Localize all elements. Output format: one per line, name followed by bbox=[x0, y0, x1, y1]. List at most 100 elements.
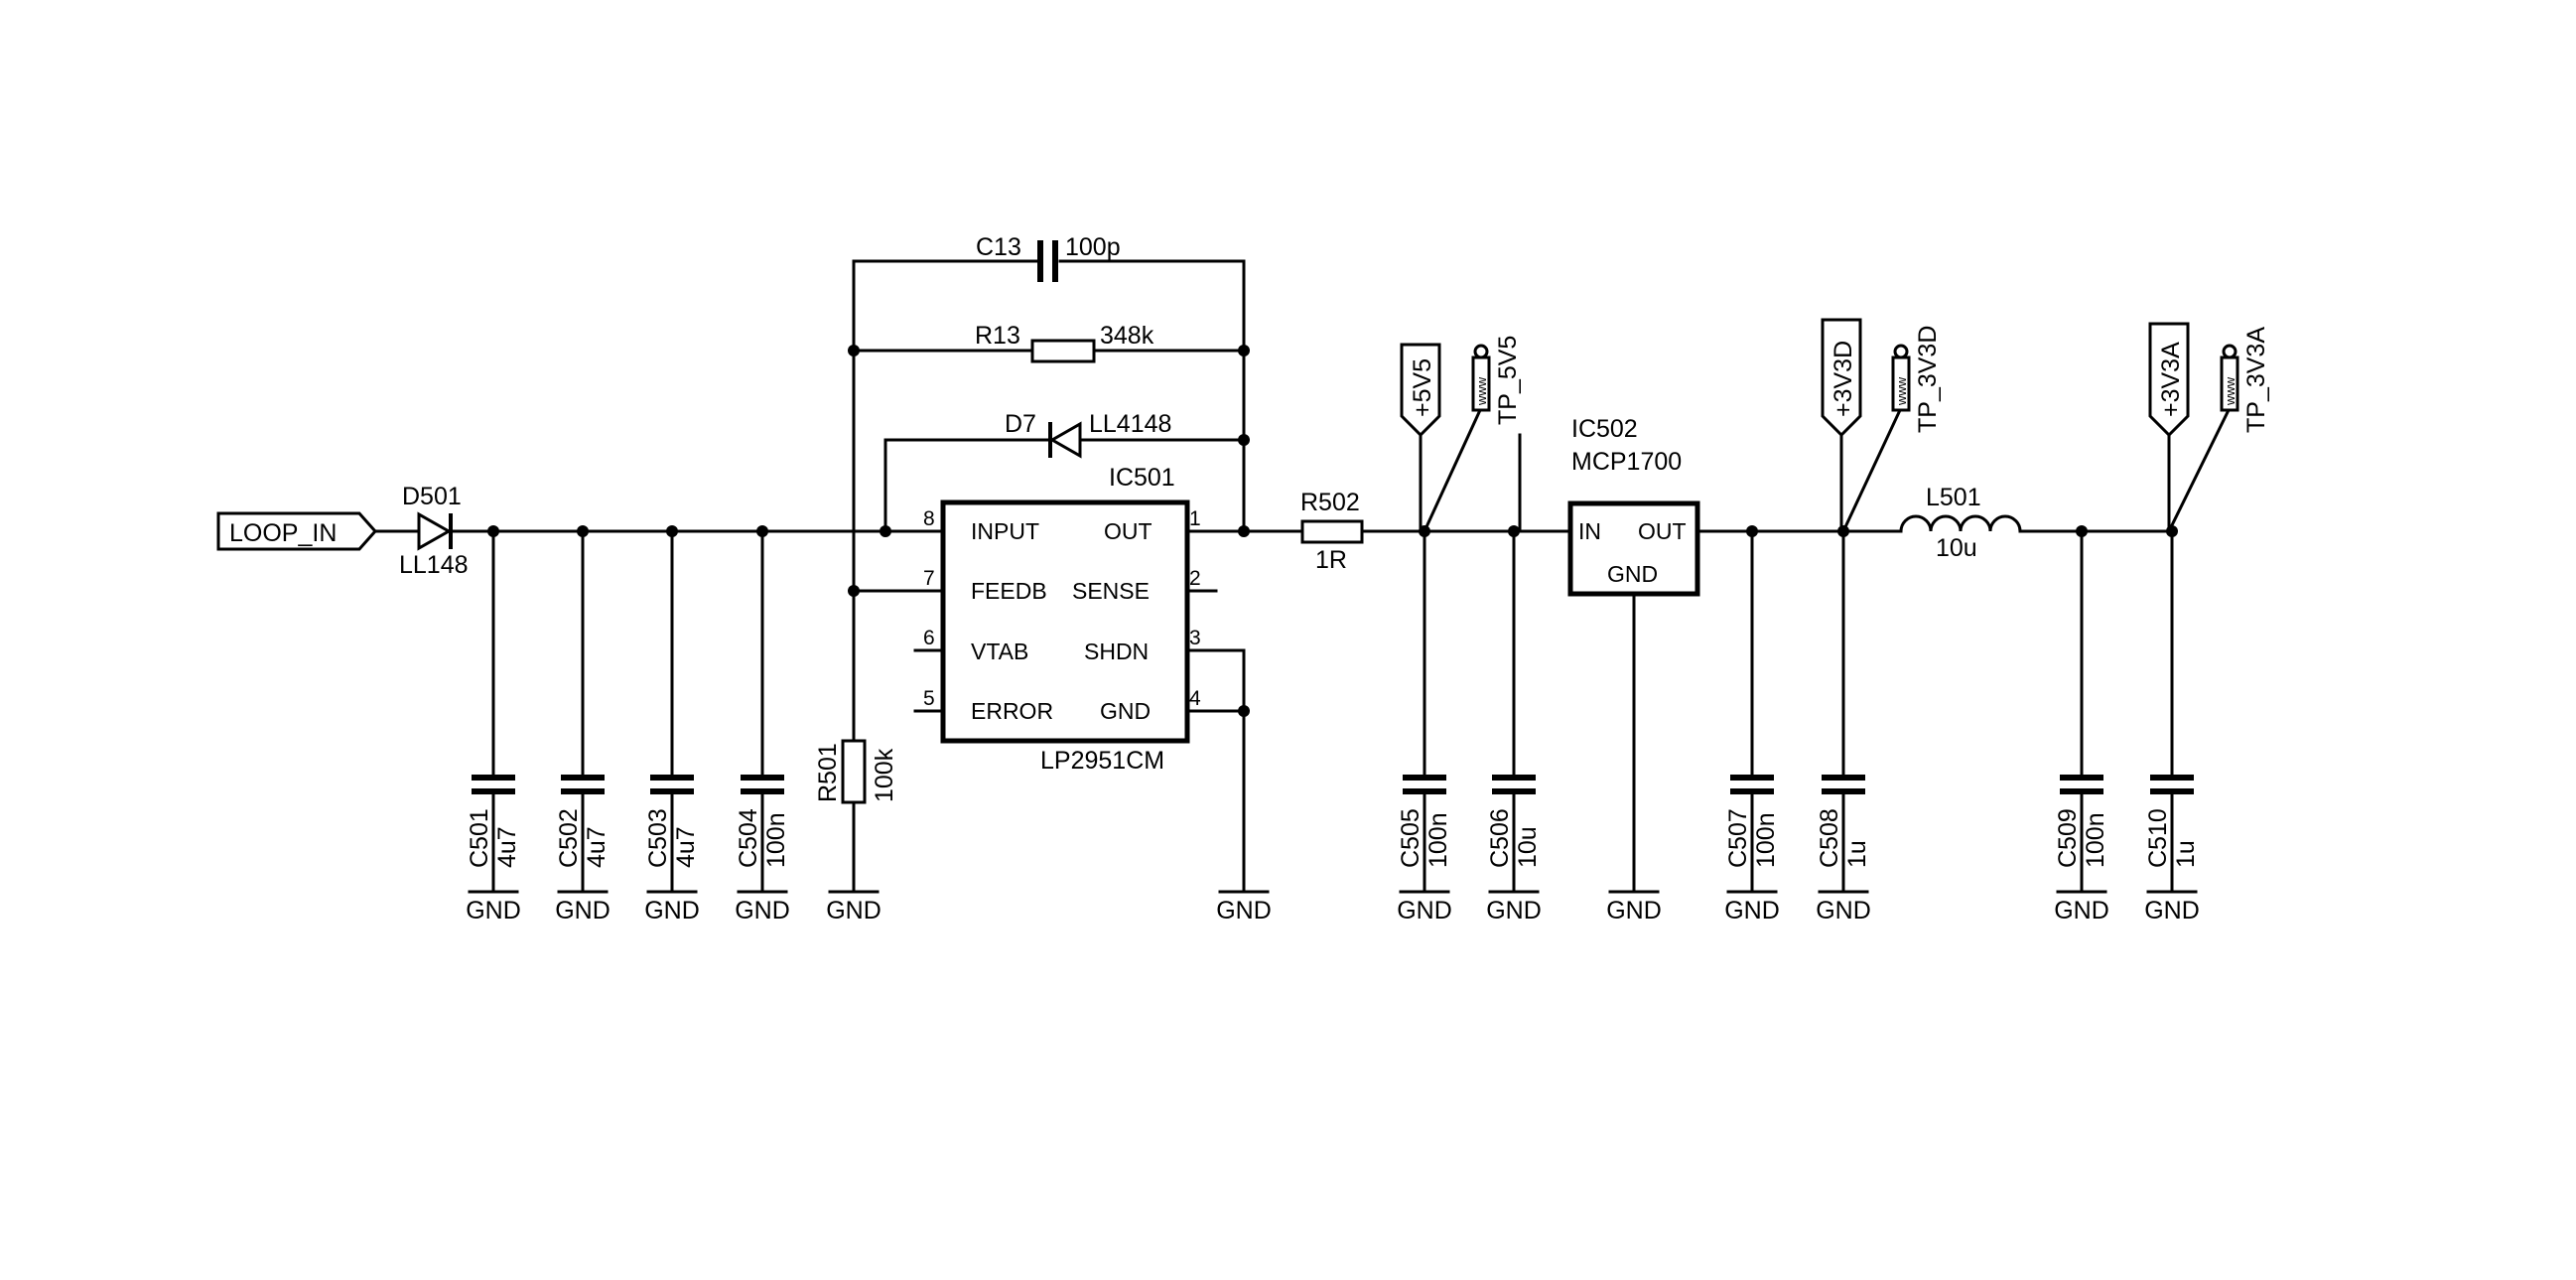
c503-name: C503 bbox=[644, 808, 672, 868]
c504-name: C504 bbox=[735, 808, 762, 868]
loop-in-label: LOOP_IN bbox=[229, 519, 337, 547]
junction-dot bbox=[1746, 525, 1758, 537]
c504-value: 100n bbox=[762, 812, 790, 868]
inductor-l501: L501 10u bbox=[1899, 484, 2022, 562]
ic502-value: MCP1700 bbox=[1571, 448, 1682, 476]
loop-in-port: LOOP_IN bbox=[216, 511, 378, 551]
c501-value: 4u7 bbox=[493, 826, 521, 868]
gnd-symbol: GND bbox=[826, 890, 881, 924]
gnd-symbol: GND bbox=[1816, 890, 1871, 924]
gnd-label: GND bbox=[1486, 897, 1542, 924]
gnd-label: GND bbox=[2144, 897, 2200, 924]
c506-value: 10u bbox=[1514, 826, 1542, 868]
pin-7-number: 7 bbox=[923, 567, 935, 590]
c507-value: 100n bbox=[1752, 812, 1780, 868]
d501-value: LL148 bbox=[399, 551, 469, 579]
rail-5v5-label: +5V5 bbox=[1409, 358, 1436, 417]
junction-group bbox=[487, 345, 2178, 717]
gnd-label: GND bbox=[1606, 897, 1662, 924]
l501-name: L501 bbox=[1926, 484, 1981, 511]
tp-5v5-label: TP_5V5 bbox=[1494, 336, 1522, 425]
ic502-pin-out-label: OUT bbox=[1638, 518, 1687, 544]
junction-dot bbox=[848, 345, 860, 356]
gnd-label: GND bbox=[826, 897, 881, 924]
gnd-symbol: GND bbox=[1486, 890, 1542, 924]
ic502: IC502 MCP1700 IN OUT GND bbox=[1567, 415, 1700, 597]
c13-value: 100p bbox=[1065, 233, 1121, 261]
c509-name: C509 bbox=[2054, 808, 2082, 868]
d7-name: D7 bbox=[1005, 410, 1036, 438]
c505-value: 100n bbox=[1424, 812, 1452, 868]
c507-name: C507 bbox=[1724, 808, 1752, 868]
r501-name: R501 bbox=[814, 743, 842, 802]
gnd-symbol: GND bbox=[1724, 890, 1780, 924]
ic502-pin-in-label: IN bbox=[1578, 518, 1601, 544]
pin-4-number: 4 bbox=[1189, 687, 1201, 710]
pin-1-number: 1 bbox=[1189, 507, 1201, 530]
tp-5v5-mark: www bbox=[1474, 376, 1489, 406]
gnd-label: GND bbox=[2054, 897, 2109, 924]
wires bbox=[374, 259, 2232, 894]
c509-value: 100n bbox=[2082, 812, 2109, 868]
resistor-r501: R501 100k bbox=[814, 739, 898, 804]
gnd-symbol: GND bbox=[2144, 890, 2200, 924]
pin-3-number: 3 bbox=[1189, 627, 1201, 649]
junction-dot bbox=[1238, 705, 1250, 717]
c510-name: C510 bbox=[2144, 808, 2172, 868]
tp-3v3d-label: TP_3V3D bbox=[1914, 326, 1942, 433]
capacitor-c13: C13 100p bbox=[976, 233, 1121, 282]
junction-dot bbox=[577, 525, 589, 537]
gnd-symbol: GND bbox=[2054, 890, 2109, 924]
resistor-r502: R502 1R bbox=[1300, 489, 1364, 574]
junction-dot bbox=[666, 525, 678, 537]
junction-dot bbox=[1238, 434, 1250, 446]
junction-dot bbox=[880, 525, 891, 537]
gnd-label: GND bbox=[1816, 897, 1871, 924]
junction-dot bbox=[1238, 525, 1250, 537]
junction-dot bbox=[1508, 525, 1520, 537]
c501-name: C501 bbox=[466, 808, 493, 868]
rail-3v3d-flag: +3V3D bbox=[1821, 318, 1862, 438]
junction-dot bbox=[756, 525, 768, 537]
pin-2-number: 2 bbox=[1189, 567, 1201, 590]
testpoint-tp-5v5: www TP_5V5 bbox=[1471, 336, 1522, 425]
r502-value: 1R bbox=[1315, 546, 1347, 574]
testpoint-tp-3v3d: www TP_3V3D bbox=[1891, 326, 1942, 433]
gnd-label: GND bbox=[644, 897, 700, 924]
c503-value: 4u7 bbox=[672, 826, 700, 868]
gnd-label: GND bbox=[555, 897, 610, 924]
rail-3v3a-label: +3V3A bbox=[2157, 342, 2185, 417]
gnd-symbol: GND bbox=[1216, 890, 1272, 924]
pin-shdn-label: SHDN bbox=[1084, 639, 1149, 664]
l501-value: 10u bbox=[1936, 534, 1977, 562]
tp-3v3a-mark: www bbox=[2223, 376, 2237, 406]
r501-value: 100k bbox=[871, 748, 898, 802]
c502-name: C502 bbox=[555, 808, 583, 868]
d501-name: D501 bbox=[402, 483, 462, 510]
gnd-label: GND bbox=[1216, 897, 1272, 924]
junction-dot bbox=[2166, 525, 2178, 537]
d7-value: LL4148 bbox=[1089, 410, 1171, 438]
pin-out-label: OUT bbox=[1104, 518, 1152, 544]
junction-dot bbox=[2076, 525, 2088, 537]
junction-dot bbox=[848, 585, 860, 597]
c506-name: C506 bbox=[1486, 808, 1514, 868]
r13-value: 348k bbox=[1100, 322, 1154, 350]
gnd-symbol: GND bbox=[735, 890, 790, 924]
rail-5v5-flag: +5V5 bbox=[1400, 343, 1441, 533]
c505-name: C505 bbox=[1397, 808, 1424, 868]
diode-d7: D7 LL4148 bbox=[1005, 410, 1171, 459]
junction-dot bbox=[487, 525, 499, 537]
ic501: IC501 LP2951CM INPUT FEEDB VTAB ERROR OU… bbox=[923, 464, 1201, 775]
c13-name: C13 bbox=[976, 233, 1021, 261]
